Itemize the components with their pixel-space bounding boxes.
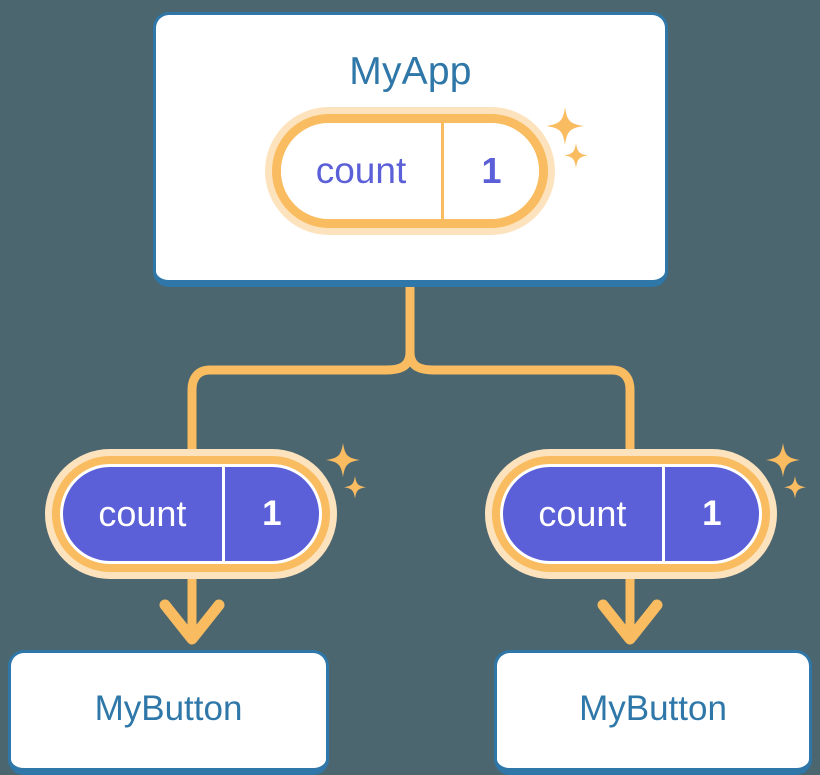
component-card-button-right[interactable]: MyButton: [494, 650, 812, 775]
sparkle-four-point-small-icon: [784, 476, 806, 499]
state-key-label: count: [63, 467, 222, 561]
state-pill-ring: count 1: [52, 456, 330, 572]
component-card-button-left[interactable]: MyButton: [8, 650, 329, 775]
state-pill-button-left[interactable]: count 1: [45, 449, 337, 579]
state-pill-ring: count 1: [492, 456, 770, 572]
branch-connector: [187, 282, 635, 457]
component-label: MyButton: [94, 688, 243, 728]
state-pill-inner: count 1: [63, 467, 319, 561]
state-pill-myapp[interactable]: count 1: [265, 107, 555, 235]
state-value-label: 1: [661, 467, 759, 561]
state-key-label: count: [281, 123, 441, 219]
state-pill-ring: count 1: [272, 114, 548, 228]
sparkle-four-point-small-icon: [344, 476, 366, 499]
state-value-label: 1: [221, 467, 319, 561]
component-label: MyButton: [579, 688, 727, 728]
state-key-label: count: [503, 467, 662, 561]
arrow-down-icon: [597, 578, 663, 645]
state-value-label: 1: [440, 123, 539, 219]
state-pill-button-right[interactable]: count 1: [485, 449, 777, 579]
page-title: MyApp: [349, 50, 472, 93]
arrow-down-icon: [159, 578, 225, 645]
state-pill-inner: count 1: [503, 467, 759, 561]
